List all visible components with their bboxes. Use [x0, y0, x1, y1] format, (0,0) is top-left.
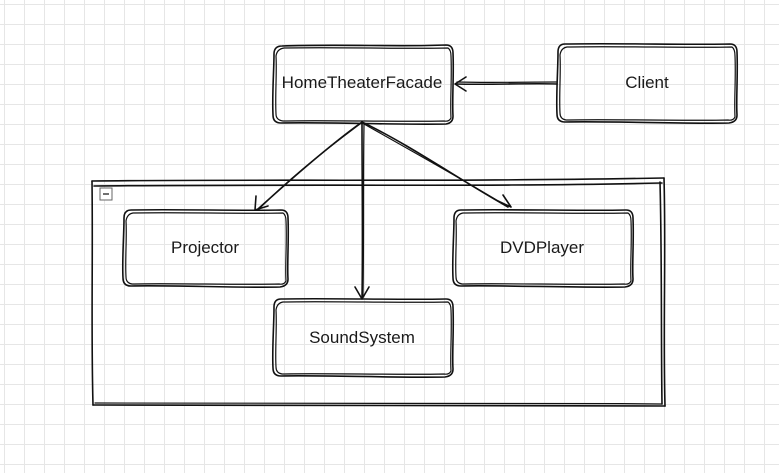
dvd-player-node[interactable]: DVDPlayer	[451, 208, 635, 289]
arrowhead-icon	[254, 195, 269, 211]
sound-system-node[interactable]: SoundSystem	[271, 297, 455, 379]
edge-client-to-facade[interactable]	[454, 76, 558, 92]
sound-system-label: SoundSystem	[309, 328, 415, 347]
arrowhead-icon	[454, 76, 467, 92]
dvd-player-label: DVDPlayer	[500, 238, 584, 257]
arrowhead-icon	[497, 194, 512, 208]
arrowhead-icon	[354, 286, 370, 300]
edge-facade-to-projector[interactable]	[254, 121, 363, 211]
projector-node[interactable]: Projector	[121, 208, 290, 289]
client-label: Client	[625, 73, 669, 92]
edge-facade-to-dvd-player[interactable]	[361, 121, 512, 208]
facade-node[interactable]: HomeTheaterFacade	[271, 44, 455, 126]
minus-box-icon[interactable]	[99, 187, 113, 201]
projector-label: Projector	[171, 238, 239, 257]
client-node[interactable]: Client	[555, 42, 739, 125]
subsystem-group[interactable]	[91, 177, 666, 407]
facade-label: HomeTheaterFacade	[282, 73, 443, 92]
edge-facade-to-sound-system[interactable]	[354, 121, 370, 300]
